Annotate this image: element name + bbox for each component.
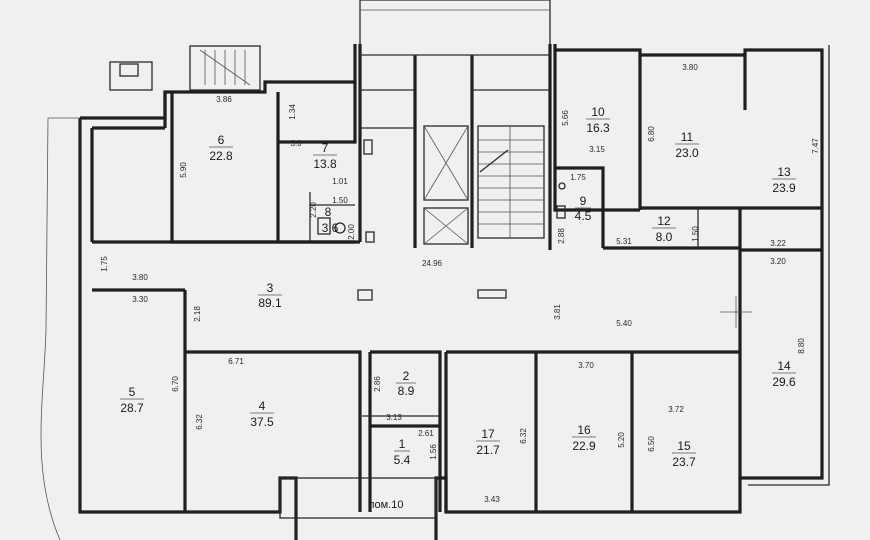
room-9: 9 4.5 xyxy=(575,194,592,223)
dim-label: 1.34 xyxy=(288,104,297,120)
dim-label: 7.47 xyxy=(811,138,820,154)
dim-label: 2.20 xyxy=(309,202,318,218)
dim-label: 5.40 xyxy=(616,319,632,328)
room-15-area: 23.7 xyxy=(672,455,696,469)
room-11: 11 23.0 xyxy=(675,130,699,160)
room-14-number: 14 xyxy=(777,359,791,373)
room-5-number: 5 xyxy=(129,385,136,399)
room-11-number: 11 xyxy=(681,130,694,144)
dim-label: 6.71 xyxy=(228,357,244,366)
room-7: 7 13.8 xyxy=(313,141,337,171)
dim-label: 8.80 xyxy=(797,338,806,354)
dim-label: 3.13 xyxy=(386,413,402,422)
room-16-area: 22.9 xyxy=(572,439,596,453)
room-10: 10 16.3 xyxy=(586,105,610,135)
dim-label: 1.50 xyxy=(691,226,700,242)
dim-label: 3.86 xyxy=(216,95,232,104)
room-3-area: 89.1 xyxy=(258,296,282,310)
dim-label: 1.75 xyxy=(570,173,586,182)
room-2-area: 8.9 xyxy=(398,384,415,398)
room-2: 2 8.9 xyxy=(396,369,416,398)
dim-label: 5.66 xyxy=(561,110,570,126)
room-4: 4 37.5 xyxy=(250,399,274,429)
dim-label: 2.86 xyxy=(373,376,382,392)
room-15: 15 23.7 xyxy=(672,439,696,469)
room-12-number: 12 xyxy=(657,214,671,228)
dim-label: 6.80 xyxy=(647,126,656,142)
dim-label: 6.32 xyxy=(195,414,204,430)
room-14-area: 29.6 xyxy=(772,375,796,389)
room-3: 3 89.1 xyxy=(258,281,282,310)
dim-label: 1.50 xyxy=(332,196,348,205)
room-10-area: 16.3 xyxy=(586,121,610,135)
dim-label: 5.20 xyxy=(617,432,626,448)
room-5-area: 28.7 xyxy=(120,401,144,415)
dim-label: 6.32 xyxy=(519,428,528,444)
room-8-number: 8 xyxy=(325,205,332,219)
dim-label: 3.81 xyxy=(553,304,562,320)
room-6-number: 6 xyxy=(218,133,225,147)
room-8: 8 3.6 xyxy=(322,205,339,235)
dim-label: 3.72 xyxy=(668,405,684,414)
dim-label: 3.20 xyxy=(770,257,786,266)
dim-label: 3.22 xyxy=(770,239,786,248)
dim-label: 2.88 xyxy=(557,228,566,244)
room-10-number: 10 xyxy=(591,105,605,119)
dim-label: 2.00 xyxy=(347,224,356,240)
room-13: 13 23.9 xyxy=(772,165,796,195)
dim-label: 3.30 xyxy=(132,295,148,304)
room-8-area: 3.6 xyxy=(322,221,339,235)
dim-label: 6.70 xyxy=(171,376,180,392)
room-12-area: 8.0 xyxy=(656,230,673,244)
room-6: 6 22.8 xyxy=(209,133,233,163)
dim-label: 5.31 xyxy=(616,237,632,246)
room-16: 16 22.9 xyxy=(572,423,596,453)
room-1-number: 1 xyxy=(399,437,406,451)
dim-label: 3.70 xyxy=(578,361,594,370)
dim-label: 1.56 xyxy=(429,444,438,460)
room-3-number: 3 xyxy=(267,281,274,295)
room-12: 12 8.0 xyxy=(652,214,676,244)
dim-label: 6.50 xyxy=(647,436,656,452)
dim-label: 1.75 xyxy=(100,256,109,272)
room-9-number: 9 xyxy=(580,194,587,208)
room-17-number: 17 xyxy=(481,427,495,441)
room-17-area: 21.7 xyxy=(476,443,500,457)
room-labels: 1 5.4 2 8.9 3 89.1 4 37.5 5 28.7 6 22.8 xyxy=(120,105,796,469)
dimension-labels: 3.86 1.34 5.90 3.0 1.01 1.50 2.20 2.00 5… xyxy=(100,63,820,504)
dim-label: 5.90 xyxy=(179,162,188,178)
room-1-area: 5.4 xyxy=(394,453,411,467)
dim-label: 3.80 xyxy=(682,63,698,72)
dim-label: 3.80 xyxy=(132,273,148,282)
dim-label: 3.43 xyxy=(484,495,500,504)
room-4-number: 4 xyxy=(259,399,266,413)
room-1: 1 5.4 xyxy=(394,437,411,467)
room-9-area: 4.5 xyxy=(575,209,592,223)
dim-label: 3.0 xyxy=(290,139,302,148)
dim-label: 2.18 xyxy=(193,306,202,322)
room-17: 17 21.7 xyxy=(476,427,500,457)
interior-walls xyxy=(90,44,822,519)
room-7-number: 7 xyxy=(322,141,329,155)
room-2-number: 2 xyxy=(403,369,410,383)
dim-label: 2.61 xyxy=(418,429,434,438)
room-13-number: 13 xyxy=(777,165,791,179)
room-5: 5 28.7 xyxy=(120,385,144,415)
room-14: 14 29.6 xyxy=(772,359,796,389)
dim-label: 3.15 xyxy=(589,145,605,154)
dim-label: 1.01 xyxy=(332,177,348,186)
room-4-area: 37.5 xyxy=(250,415,274,429)
room-11-area: 23.0 xyxy=(675,146,699,160)
room-15-number: 15 xyxy=(677,439,691,453)
room-16-number: 16 xyxy=(577,423,591,437)
dim-label: 24.96 xyxy=(422,259,443,268)
room-7-area: 13.8 xyxy=(313,157,337,171)
room-13-area: 23.9 xyxy=(772,181,796,195)
room-6-area: 22.8 xyxy=(209,149,233,163)
premises-caption: пом.10 xyxy=(369,499,404,511)
